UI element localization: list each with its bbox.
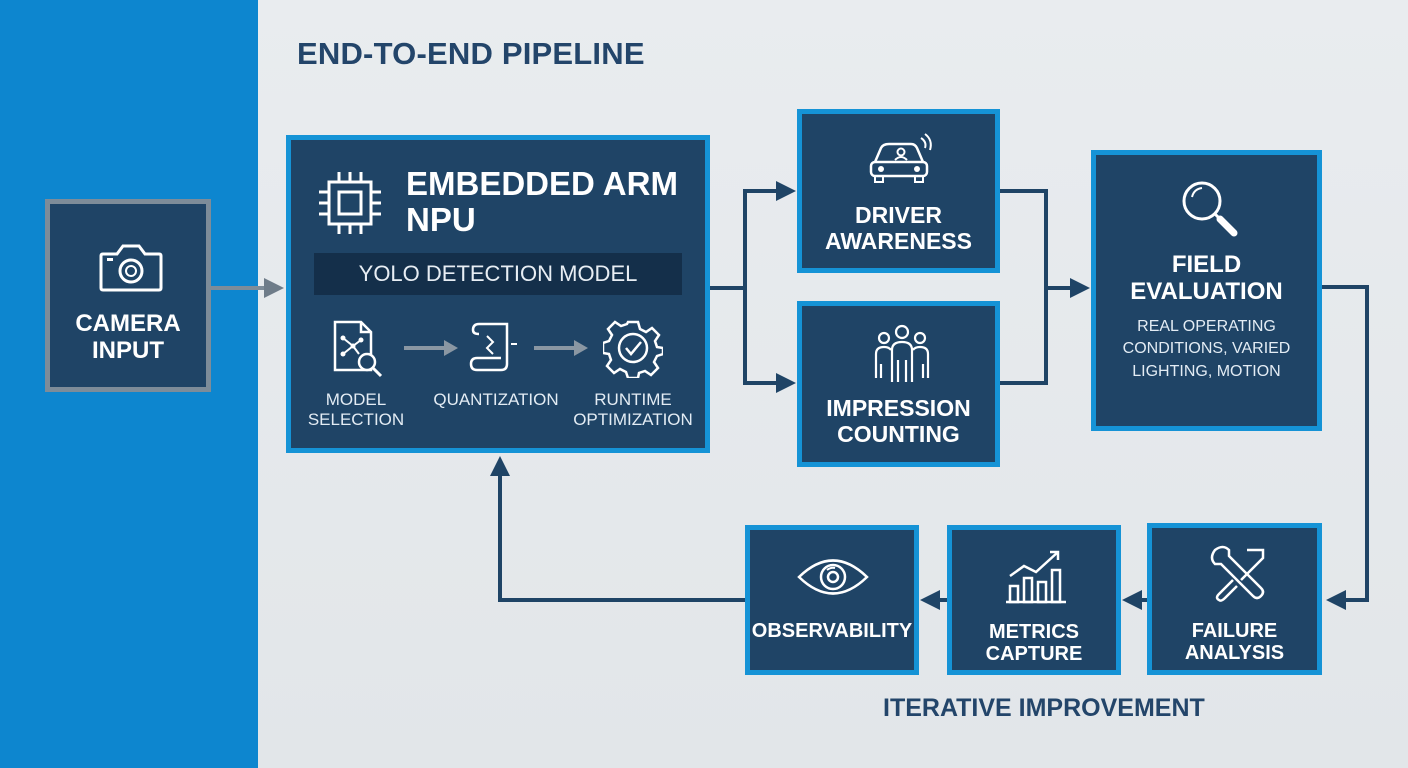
field-desc-line-3: LIGHTING, MOTION [1132,362,1281,380]
impression-counting-node: IMPRESSION COUNTING [797,301,1000,467]
metrics-capture-node: METRICS CAPTURE [947,525,1121,675]
yolo-model-bar: YOLO DETECTION MODEL [314,253,682,295]
car-icon [869,133,932,183]
field-label-line-1: FIELD [1171,251,1242,278]
step-arrow-icon [404,340,458,356]
people-icon [874,324,930,382]
scroll-document-icon [469,322,517,372]
edge-npu-to-impression [743,288,796,393]
npu-title-line-2: NPU [406,201,476,239]
camera-icon [99,244,163,292]
gear-check-icon [603,320,663,378]
edge-driver-to-merge [999,189,1048,385]
field-desc-line-2: CONDITIONS, VARIED [1122,340,1291,358]
failure-label-line-2: ANALYSIS [1184,642,1285,665]
chip-icon [319,172,381,234]
edge-observability-to-npu [490,456,746,602]
field-evaluation-node: FIELD EVALUATION REAL OPERATING CONDITIO… [1091,150,1322,431]
camera-label-line-1: CAMERA [75,310,181,337]
metrics-label-line-1: METRICS [989,621,1079,643]
observability-label: OBSERVABILITY [751,620,913,642]
eye-icon [797,559,869,595]
impression-label-line-1: IMPRESSION [826,395,971,421]
camera-label-line-2: INPUT [92,336,164,364]
camera-input-node: CAMERA INPUT [45,199,211,392]
step-2-label-line-1: QUANTIZATION [433,390,559,409]
failure-label-line-1: FAILURE [1191,620,1278,642]
driver-awareness-node: DRIVER AWARENESS [797,109,1000,273]
metrics-label-line-2: CAPTURE [985,643,1083,666]
tools-icon [1210,545,1265,602]
field-desc-line-1: REAL OPERATING [1137,318,1276,335]
model-search-icon [333,320,383,378]
impression-label-line-2: COUNTING [837,420,960,447]
step-3-label-line-2: OPTIMIZATION [573,410,693,430]
embedded-npu-node: EMBEDDED ARM NPU YOLO DETECTION MODEL [286,135,710,453]
driver-label-line-2: AWARENESS [825,227,972,254]
step-1-label-line-1: MODEL [325,390,387,409]
step-arrow-icon-2 [534,340,588,356]
failure-analysis-node: FAILURE ANALYSIS [1147,523,1322,675]
edge-field-to-failure [1321,285,1369,610]
page-title: END-TO-END PIPELINE [297,36,645,71]
field-label-line-2: EVALUATION [1130,277,1283,305]
npu-title: EMBEDDED ARM NPU [406,165,706,239]
edge-npu-to-driver [709,181,796,290]
npu-title-line-1: EMBEDDED ARM [406,165,678,202]
step-3-label-line-1: RUNTIME [594,390,672,409]
observability-node: OBSERVABILITY [745,525,919,675]
step-1-label-line-2: SELECTION [307,410,405,430]
iterative-improvement-label: ITERATIVE IMPROVEMENT [883,694,1205,722]
bar-chart-icon [1006,550,1066,604]
magnifier-icon [1182,181,1238,237]
driver-label-line-1: DRIVER [855,202,942,228]
